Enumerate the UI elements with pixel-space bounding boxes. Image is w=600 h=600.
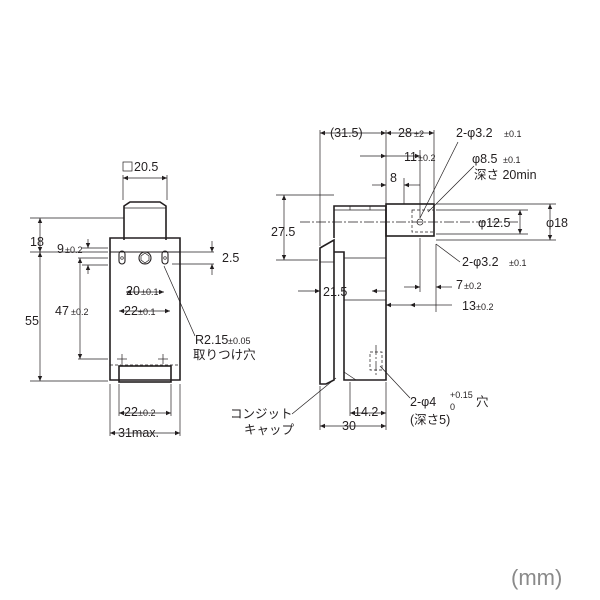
mount-hole-label: 取りつけ穴 xyxy=(193,347,256,362)
hole-4-tol-lower: 0 xyxy=(450,402,455,412)
hole-4: 2-φ4 xyxy=(410,395,436,409)
front-screw xyxy=(138,251,152,265)
height-18: 18 xyxy=(30,235,44,249)
dim-22-top: 22 xyxy=(124,304,138,318)
side-view: (31.5) 28 ±2 11 ±0.2 8 2-φ3.2 ±0.1 φ8.5 … xyxy=(230,126,568,437)
dim-20: 20 xyxy=(126,284,140,298)
depth-20: 深さ 20min xyxy=(474,168,537,182)
conduit-line1: コンジット xyxy=(230,407,293,421)
mount-hole-right xyxy=(161,250,169,265)
side-cover xyxy=(319,238,335,385)
dim-30: 30 xyxy=(342,419,356,433)
dim-8: 8 xyxy=(390,171,397,185)
mount-hole-left xyxy=(118,250,126,265)
tol-22-top: ±0.1 xyxy=(138,307,155,317)
side-actuator xyxy=(385,203,435,237)
tol-47: ±0.2 xyxy=(71,307,88,317)
dim-27-5: 27.5 xyxy=(271,225,295,239)
dim-11: 11 xyxy=(404,150,417,164)
dia-18: φ18 xyxy=(546,216,568,230)
hole-85-tol: ±0.1 xyxy=(503,155,520,165)
dim-28: 28 xyxy=(398,126,412,140)
dia-12-5: φ12.5 xyxy=(478,216,510,230)
hole-85: φ8.5 xyxy=(472,152,498,166)
dim-47: 47 xyxy=(55,304,69,318)
front-view: 20.5 18 55 9 ±0.2 2.5 20 ±0.1 22 ±0.1 xyxy=(25,160,256,440)
width-max: 31max. xyxy=(118,426,159,440)
side-body-outline xyxy=(333,205,387,381)
radius-label: R2.15 xyxy=(195,333,228,347)
hole-32-mid: 2-φ3.2 xyxy=(462,255,499,269)
dim-9: 9 xyxy=(57,242,64,256)
dim-22-bottom: 22 xyxy=(124,405,138,419)
hole-label: 穴 xyxy=(476,394,489,409)
hole-32-mid-tol: ±0.1 xyxy=(509,258,526,268)
conduit-line2: キャップ xyxy=(244,423,295,437)
dim-31-5: (31.5) xyxy=(330,126,363,140)
dim-14-2: 14.2 xyxy=(354,405,378,419)
tol-13: ±0.2 xyxy=(476,302,493,312)
tol-7: ±0.2 xyxy=(464,281,481,291)
front-head-outline xyxy=(123,201,167,240)
dim-7: 7 xyxy=(456,278,463,292)
square-size: 20.5 xyxy=(134,160,158,174)
dim-21-5: 21.5 xyxy=(323,285,347,299)
unit-label: (mm) xyxy=(511,565,562,590)
hole-32-top-tol: ±0.1 xyxy=(504,129,521,139)
front-conduit xyxy=(118,365,172,383)
height-55: 55 xyxy=(25,314,39,328)
depth-5: (深さ5) xyxy=(410,413,450,427)
front-screw-hex xyxy=(140,252,150,264)
tol-28: ±2 xyxy=(414,129,424,139)
dim-2-5: 2.5 xyxy=(222,251,239,265)
tol-20: ±0.1 xyxy=(141,287,158,297)
tol-11: ±0.2 xyxy=(418,153,435,163)
tol-22-bottom: ±0.2 xyxy=(138,408,155,418)
hole-4-tol-upper: +0.15 xyxy=(450,390,473,400)
dim-13: 13 xyxy=(462,299,476,313)
radius-tol: ±0.05 xyxy=(228,336,250,346)
hole-32-top: 2-φ3.2 xyxy=(456,126,493,140)
tol-9: ±0.2 xyxy=(65,245,82,255)
square-symbol xyxy=(122,161,133,172)
